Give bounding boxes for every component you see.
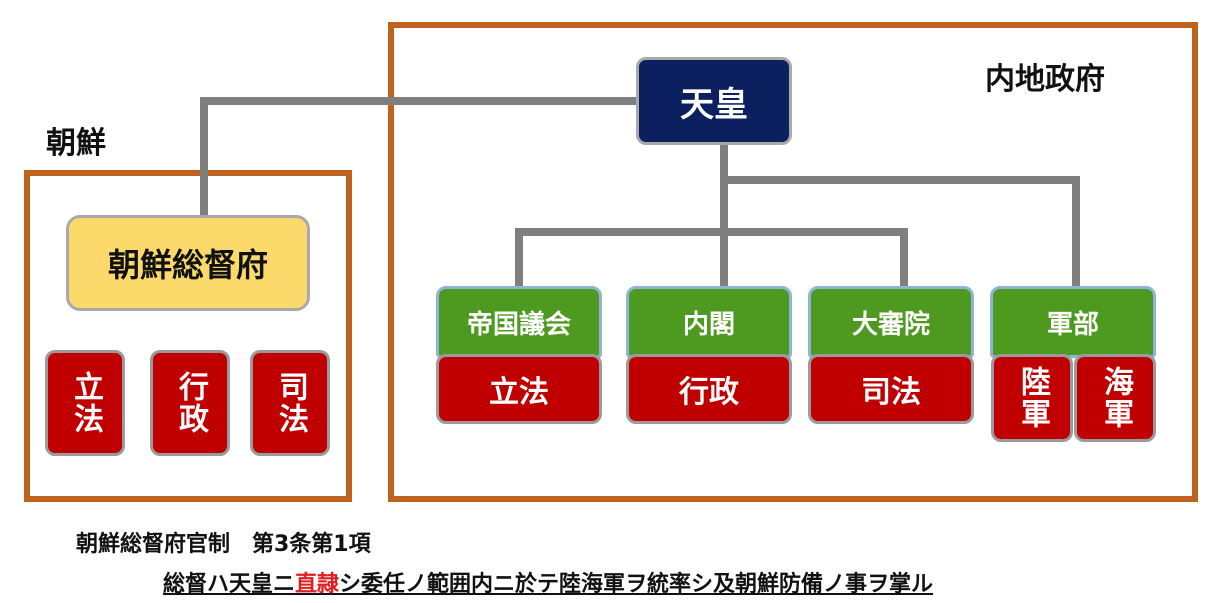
organ-military: 軍部 [990, 286, 1156, 358]
connector-court-down [900, 228, 908, 290]
connector-emperor-down [720, 142, 728, 290]
connector-top-bar [720, 176, 1080, 184]
mainland-branch-executive: 行政 [626, 354, 792, 424]
connector-diet-down [515, 228, 523, 290]
mainland-branch-judicial: 司法 [808, 354, 974, 424]
korea-region-frame [24, 170, 352, 502]
caption-body-before: 総督ハ天皇ニ [163, 572, 296, 597]
korea-region-label: 朝鮮 [46, 126, 106, 161]
organ-supreme-court: 大審院 [808, 286, 974, 358]
korea-branch-executive: 行政 [150, 350, 230, 456]
caption-title: 朝鮮総督府官制 第3条第1項 [76, 532, 371, 557]
korea-branch-judicial: 司法 [250, 350, 330, 456]
caption-body-after: シ委任ノ範囲内ニ於テ陸海軍ヲ統率シ及朝鮮防備ノ事ヲ掌ル [339, 572, 934, 597]
organ-imperial-diet: 帝国議会 [436, 286, 602, 358]
emperor-box: 天皇 [636, 57, 792, 145]
organ-cabinet: 内閣 [626, 286, 792, 358]
military-navy: 海軍 [1074, 354, 1156, 442]
mainland-region-frame [388, 22, 1198, 502]
korea-branch-legislative: 立法 [45, 350, 125, 456]
caption-body: 総督ハ天皇ニ直隷シ委任ノ範囲内ニ於テ陸海軍ヲ統率シ及朝鮮防備ノ事ヲ掌ル [163, 566, 933, 598]
mainland-region-label: 内地政府 [985, 62, 1105, 97]
connector-lower-bar [515, 228, 908, 236]
connector-emperor-to-governor [200, 97, 640, 105]
governor-general-box: 朝鮮総督府 [66, 215, 310, 311]
mainland-branch-legislative: 立法 [436, 354, 602, 424]
connector-governor-vertical [200, 97, 208, 219]
connector-military-down [1072, 176, 1080, 290]
military-army: 陸軍 [991, 354, 1073, 442]
caption-body-highlight: 直隷 [295, 572, 340, 597]
